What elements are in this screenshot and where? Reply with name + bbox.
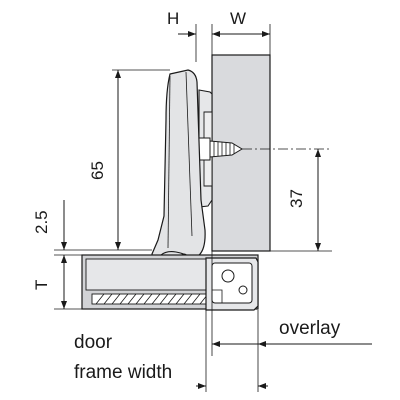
label-h: H xyxy=(167,9,179,28)
label-37: 37 xyxy=(287,189,306,208)
label-frame-width: frame width xyxy=(74,362,172,383)
label-door: door xyxy=(74,332,113,353)
label-2-5: 2.5 xyxy=(32,210,51,234)
door-glass xyxy=(91,293,213,305)
door-glass-hatch xyxy=(95,293,209,305)
label-w: W xyxy=(230,9,246,28)
hinge-arm xyxy=(151,69,206,271)
screw xyxy=(197,137,243,161)
label-t: T xyxy=(32,280,51,290)
label-overlay: overlay xyxy=(279,318,341,339)
label-65: 65 xyxy=(88,161,107,180)
